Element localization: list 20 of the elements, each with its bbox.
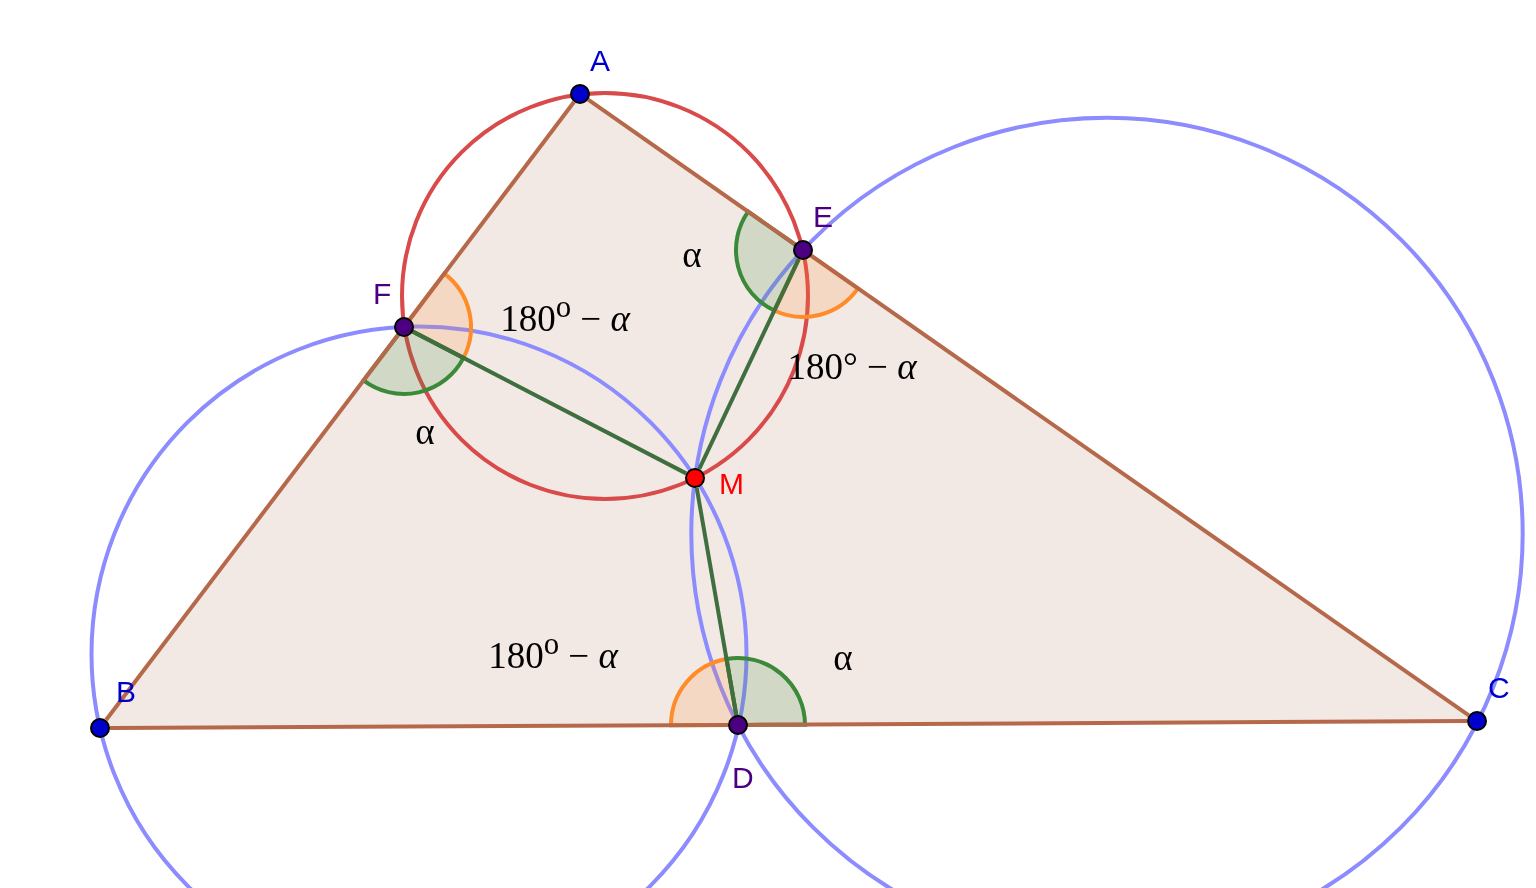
point-label: A [590,46,610,76]
line-segment [587,98,796,246]
point-label: M [719,469,744,499]
angle-label: 180$^{o}$ − α [500,289,630,339]
point-label: C [1488,673,1510,703]
point-label: E [813,202,833,232]
line-segment [697,258,801,470]
line-segment [411,329,688,476]
point-label: D [732,763,754,793]
angle-label: α [833,638,853,678]
angle-label: α [415,412,435,452]
line-segment [694,487,739,716]
line-segment [104,333,400,722]
line-segment [110,723,728,730]
angle-label: α [682,235,702,275]
line-segment [408,100,576,321]
point-label: F [373,279,392,309]
line-segment [748,719,1467,727]
line-segment [810,254,1470,717]
angle-label: 180$^{o}$ − α [488,626,618,676]
